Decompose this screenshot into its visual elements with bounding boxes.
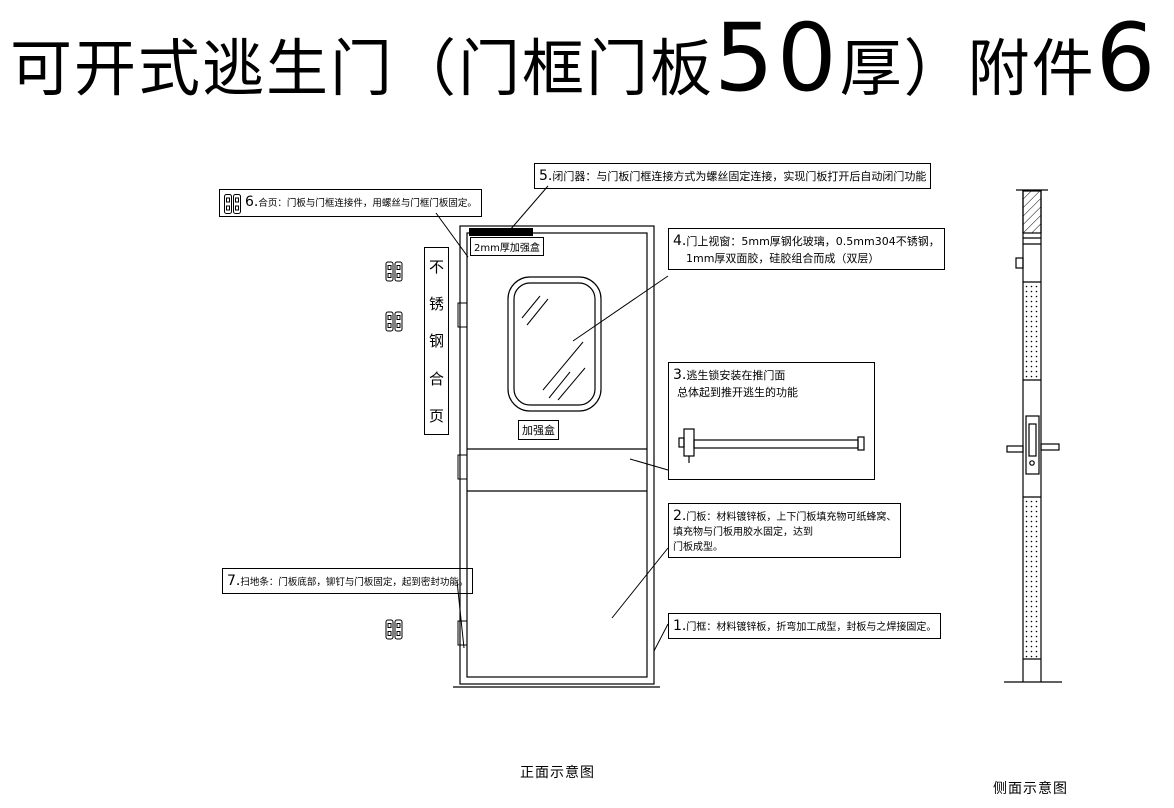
annotation-escape-lock: 3.逃生锁安装在推门面 总体起到推开逃生的功能 bbox=[668, 362, 875, 480]
v-label-char: 页 bbox=[428, 406, 444, 425]
push-bar-band bbox=[467, 448, 647, 492]
side-hatch-top bbox=[1022, 190, 1042, 234]
label-reinforce-box-mid: 加强盒 bbox=[518, 420, 559, 440]
side-view-caption: 侧面示意图 bbox=[993, 781, 1068, 797]
hinge-icon bbox=[224, 193, 241, 214]
window-glass-hatch bbox=[521, 295, 586, 401]
note-number: 5. bbox=[539, 168, 553, 184]
leader-line-6 bbox=[435, 212, 469, 258]
side-infill-lower bbox=[1024, 497, 1041, 659]
note-number: 7. bbox=[227, 573, 241, 589]
note-number: 2. bbox=[673, 508, 687, 524]
side-lock-assembly bbox=[1006, 415, 1060, 475]
note-text: 扫地条：门板底部，铆钉与门板固定，起到密封功能。 bbox=[240, 577, 469, 588]
note-number: 6. bbox=[245, 194, 259, 210]
panic-bar-drawing bbox=[678, 428, 865, 463]
leader-lines bbox=[435, 185, 669, 652]
note-text: 门框：材料镀锌板，折弯加工成型，封板与之焊接固定。 bbox=[686, 622, 937, 633]
note-number: 4. bbox=[673, 233, 687, 249]
title-attachment-number: 6 bbox=[1095, 4, 1159, 113]
leader-line-1 bbox=[653, 623, 669, 652]
note-text-line1: 门板：材料镀锌板，上下门板填充物可纸蜂窝、 bbox=[686, 512, 897, 523]
leader-line-3 bbox=[629, 458, 669, 471]
title-text-1: 可开式逃生门（门框门板 bbox=[10, 32, 715, 105]
door-inner-frame bbox=[466, 232, 648, 678]
note-text-line2: 1mm厚双面胶，硅胶组合而成（双层） bbox=[686, 252, 880, 266]
leader-line-7 bbox=[456, 580, 465, 649]
front-view-caption: 正面示意图 bbox=[520, 765, 595, 781]
annotation-door-closer: 5.闭门器：与门板门框连接方式为螺丝固定连接，实现门板打开后自动闭门功能 bbox=[534, 163, 932, 190]
note-text-line1: 门上视窗：5mm厚钢化玻璃，0.5mm304不锈钢， bbox=[686, 235, 940, 248]
leader-line-4 bbox=[572, 275, 669, 342]
annotation-door-frame: 1.门框：材料镀锌板，折弯加工成型，封板与之焊接固定。 bbox=[668, 613, 942, 640]
v-label-char: 钢 bbox=[428, 332, 444, 351]
hinge-icon-3 bbox=[385, 619, 403, 640]
v-label-char: 锈 bbox=[428, 295, 444, 314]
stainless-hinge-vertical-label: 不 锈 钢 合 页 bbox=[424, 247, 449, 435]
note-number: 1. bbox=[673, 618, 687, 634]
annotation-window: 4.门上视窗：5mm厚钢化玻璃，0.5mm304不锈钢， 1mm厚双面胶，硅胶组… bbox=[668, 228, 945, 271]
v-label-char: 不 bbox=[428, 258, 444, 277]
side-infill-upper bbox=[1024, 282, 1041, 380]
door-window-inner bbox=[513, 282, 596, 406]
v-label-char: 合 bbox=[428, 369, 444, 388]
annotation-hinge: 6.合页：门板与门框连接件，用螺丝与门框门板固定。 bbox=[219, 189, 482, 217]
note-text-line2: 填充物与门板用胶水固定，达到 bbox=[673, 527, 813, 539]
annotation-door-panel: 2.门板：材料镀锌板，上下门板填充物可纸蜂窝、 填充物与门板用胶水固定，达到 门… bbox=[668, 503, 902, 559]
side-bracket bbox=[1015, 257, 1024, 269]
door-closer-bar bbox=[469, 228, 533, 236]
leader-line-2 bbox=[611, 547, 669, 619]
door-outer-frame bbox=[459, 225, 655, 685]
note-text-line3: 门板成型。 bbox=[673, 541, 723, 553]
note-text: 闭门器：与门板门框连接方式为螺丝固定连接，实现门板打开后自动闭门功能 bbox=[552, 170, 927, 183]
note-text: 合页：门板与门框连接件，用螺丝与门框门板固定。 bbox=[258, 198, 477, 209]
leader-line-5 bbox=[509, 185, 549, 231]
label-reinforce-box-top: 2mm厚加强盒 bbox=[470, 237, 544, 256]
title-text-2: 厚）附件 bbox=[839, 32, 1096, 105]
door-window-outer bbox=[507, 276, 602, 412]
hinge-icon-1 bbox=[385, 261, 403, 282]
annotation-sweep-strip: 7.扫地条：门板底部，铆钉与门板固定，起到密封功能。 bbox=[222, 568, 474, 595]
title-thickness-number: 50 bbox=[714, 4, 840, 113]
door-side-view bbox=[1004, 189, 1062, 683]
door-front-view bbox=[453, 225, 660, 688]
note-number: 3. bbox=[673, 367, 687, 383]
hinge-icon-2 bbox=[385, 311, 403, 332]
door-hinge-marks bbox=[457, 302, 468, 646]
note-text-line1: 逃生锁安装在推门面 bbox=[686, 369, 786, 382]
note-text-line2: 总体起到推开逃生的功能 bbox=[677, 386, 798, 400]
